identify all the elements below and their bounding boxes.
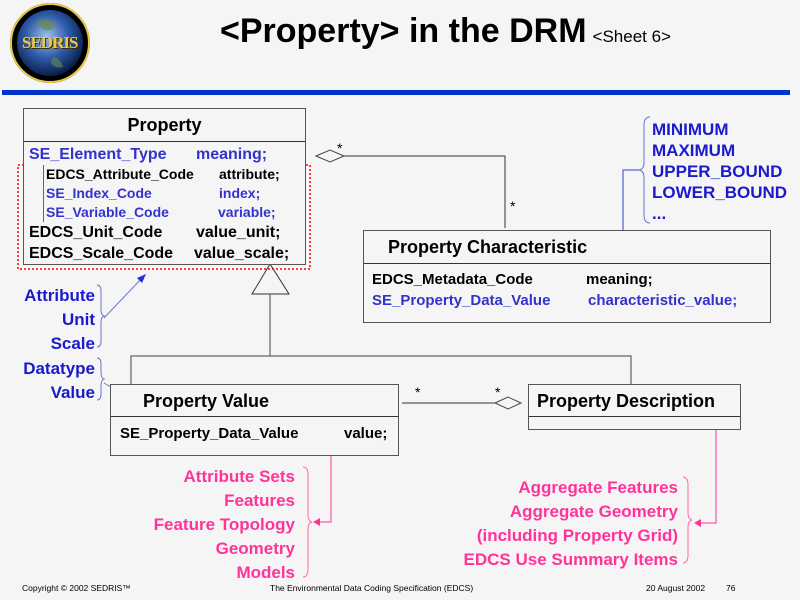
value-group-list: Datatype Value — [0, 357, 95, 405]
field-type: EDCS_Attribute_Code — [46, 166, 194, 182]
group-label: Unit — [61, 310, 95, 329]
field-name: value_scale; — [194, 245, 290, 262]
arrow-line-description-users — [700, 430, 717, 524]
arrowhead-description-users — [694, 519, 701, 527]
field-type: SE_Index_Code — [46, 185, 152, 201]
brace-value-users — [302, 466, 313, 578]
footer-doc-title: The Environmental Data Coding Specificat… — [270, 583, 474, 593]
user-item: (including Property Grid) — [476, 526, 678, 545]
field-type: EDCS_Scale_Code — [29, 245, 174, 262]
user-item: Aggregate Geometry — [509, 502, 678, 521]
arrowhead-attribute — [137, 274, 146, 283]
characteristic-kind: MINIMUM — [652, 120, 729, 139]
field-row: SE_Property_Data_Value value; — [111, 423, 398, 444]
field-row: EDCS_Unit_Code value_unit; — [24, 222, 305, 243]
field-row: SE_Variable_Code variable; — [44, 203, 305, 222]
field-name: variable; — [218, 204, 276, 220]
class-property-value[interactable]: Property Value SE_Property_Data_Value va… — [110, 384, 399, 456]
group-label: Attribute — [24, 286, 95, 305]
multiplicity-property-source: * — [337, 140, 343, 156]
field-type: SE_Property_Data_Value — [372, 292, 551, 309]
field-row: EDCS_Attribute_Code attribute; — [44, 165, 305, 184]
field-row: EDCS_Scale_Code value_scale; — [24, 243, 305, 264]
user-item: Attribute Sets — [183, 467, 295, 486]
globe-logo-icon — [10, 3, 90, 83]
title-rule — [2, 90, 790, 95]
class-description-name: Property Description — [529, 385, 740, 417]
user-item: Feature Topology — [153, 515, 295, 534]
sheet-label: <Sheet 6> — [592, 27, 671, 46]
multiplicity-description-target: * — [495, 384, 501, 400]
brace-datatype-value — [96, 357, 106, 401]
class-property-characteristic[interactable]: Property Characteristic EDCS_Metadata_Co… — [363, 230, 771, 323]
generalization-bar — [130, 355, 632, 384]
property-fields-group-list: Attribute Unit Scale — [0, 284, 95, 356]
sub-field-group: EDCS_Attribute_Code attribute; SE_Index_… — [43, 165, 305, 222]
user-item: EDCS Use Summary Items — [463, 550, 678, 569]
user-item: Models — [236, 563, 295, 582]
footer-date: 20 August 2002 — [646, 583, 706, 593]
multiplicity-value-source: * — [415, 384, 421, 400]
user-item: Aggregate Features — [518, 478, 678, 497]
arrow-line-characteristic — [622, 169, 639, 238]
brace-description-users — [682, 476, 693, 564]
field-type: SE_Property_Data_Value — [120, 425, 299, 442]
field-type: SE_Variable_Code — [46, 204, 169, 220]
property-value-users-list: Attribute Sets Features Feature Topology… — [60, 465, 295, 585]
generalization-triangle — [251, 263, 290, 295]
footer-page-number: 76 — [726, 583, 736, 593]
user-item: Features — [224, 491, 295, 510]
group-label: Value — [50, 383, 95, 402]
field-name: index; — [219, 185, 261, 201]
sedris-logo: SEDRIS — [8, 2, 92, 84]
logo-text: SEDRIS — [22, 33, 78, 52]
field-row: SE_Element_Type meaning; — [24, 144, 305, 165]
field-row: SE_Index_Code index; — [44, 184, 305, 203]
title-text: <Property> in the DRM — [220, 12, 587, 50]
page-title: <Property> in the DRM <Sheet 6> — [220, 12, 671, 51]
field-row: EDCS_Metadata_Code meaning; — [364, 269, 770, 290]
field-type: EDCS_Metadata_Code — [372, 271, 533, 288]
characteristic-kinds-list: MINIMUM MAXIMUM UPPER_BOUND LOWER_BOUND … — [652, 119, 787, 224]
class-property-description[interactable]: Property Description — [528, 384, 741, 430]
field-name: meaning; — [196, 146, 268, 163]
field-type: EDCS_Unit_Code — [29, 224, 163, 241]
class-value-name: Property Value — [111, 385, 398, 417]
multiplicity-characteristic-target: * — [510, 198, 516, 214]
field-name: value_unit; — [196, 224, 281, 241]
field-name: attribute; — [219, 166, 280, 182]
class-property[interactable]: Property SE_Element_Type meaning; EDCS_A… — [23, 108, 306, 265]
group-label: Datatype — [23, 359, 95, 378]
characteristic-kind: MAXIMUM — [652, 141, 736, 160]
arrow-line-value-users — [318, 456, 332, 523]
field-name: value; — [344, 425, 388, 442]
characteristic-kind: ... — [652, 204, 667, 223]
group-label: Scale — [50, 334, 95, 353]
class-property-name: Property — [24, 109, 305, 142]
footer-copyright: Copyright © 2002 SEDRIS™ — [22, 583, 131, 593]
field-row: SE_Property_Data_Value characteristic_va… — [364, 290, 770, 311]
field-type: SE_Element_Type — [29, 146, 167, 163]
class-characteristic-name: Property Characteristic — [364, 231, 770, 264]
brace-attribute-unit-scale — [96, 284, 106, 348]
user-item: Geometry — [215, 539, 295, 558]
association-line-property-characteristic — [344, 155, 506, 228]
arrow-line-attribute — [103, 277, 143, 319]
brace-characteristic-kinds — [638, 116, 651, 224]
characteristic-kind: LOWER_BOUND — [652, 183, 788, 202]
field-name: characteristic_value; — [588, 292, 738, 309]
characteristic-kind: UPPER_BOUND — [652, 162, 783, 181]
field-name: meaning; — [586, 271, 653, 288]
property-description-users-list: Aggregate Features Aggregate Geometry (i… — [400, 476, 678, 572]
arrowhead-value-users — [313, 518, 320, 526]
